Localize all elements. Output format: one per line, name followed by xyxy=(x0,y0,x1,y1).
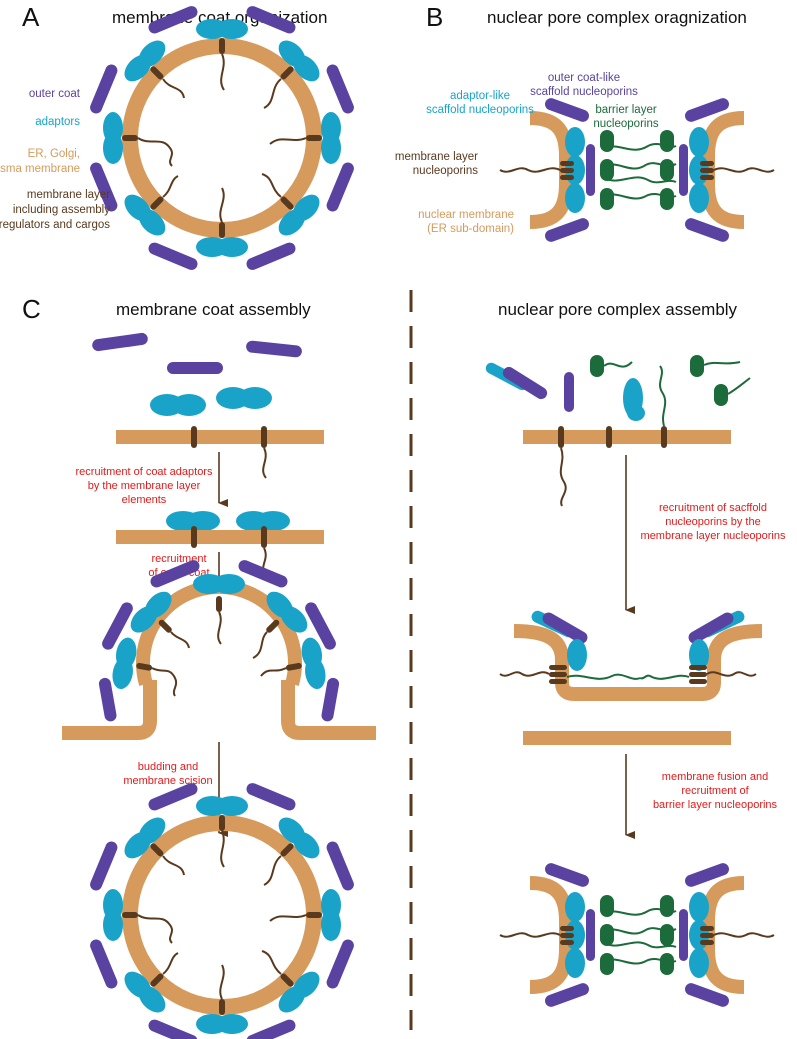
panel-a-letter: A xyxy=(22,2,40,32)
membrane-step-1 xyxy=(116,426,324,479)
step-d2-line-3: barrier layer nucleoporins xyxy=(653,799,778,811)
legend-adaptor-like-line-1: adaptor-like xyxy=(450,90,510,102)
legend-membrane-layer-line-3: regulators and cargos xyxy=(0,219,110,231)
legend-npc-membrane-layer-line-2: nucleoporins xyxy=(413,165,478,177)
free-nucleoporins xyxy=(485,355,751,421)
step-d1-line-3: membrane layer nucleoporins xyxy=(641,530,786,542)
legend-membrane-line-1: ER, Golgi, xyxy=(28,148,80,160)
step-d1-line-2: nucleoporins by the xyxy=(665,516,760,528)
panel-b-letter: B xyxy=(426,2,443,32)
panel-c-title: membrane coat assembly xyxy=(116,300,311,319)
budding-vesicle xyxy=(62,560,376,740)
membrane-step-2 xyxy=(116,511,324,577)
legend-npc-membrane-layer-line-1: membrane layer xyxy=(395,151,478,163)
step-c3-line-1: budding and xyxy=(138,761,199,773)
step-d2-line-2: recruitment of xyxy=(681,785,749,797)
legend-outer-coat: outer coat xyxy=(29,88,81,100)
npc-organization xyxy=(500,96,774,243)
step-c3-line-2: membrane scision xyxy=(123,775,212,787)
released-coated-vesicle xyxy=(88,781,355,1039)
nuclear-membrane-step-1 xyxy=(523,365,731,507)
step-c1-line-1: recruitment of coat adaptors xyxy=(76,466,213,478)
coated-vesicle-organization xyxy=(88,4,355,271)
legend-nuclear-membrane-line-1: nuclear membrane xyxy=(418,209,514,221)
legend-nuclear-membrane-line-2: (ER sub-domain) xyxy=(427,223,514,235)
legend-membrane-layer-line-2: including assembly xyxy=(13,204,110,216)
legend-barrier-line-1: barrier layer xyxy=(595,104,657,116)
panel-d-title: nuclear pore complex assembly xyxy=(498,300,738,319)
legend-membrane-layer-line-1: membrane layer xyxy=(27,189,110,201)
panel-c-letter: C xyxy=(22,294,41,324)
legend-adaptors: adaptors xyxy=(35,116,80,128)
legend-membrane-line-2: plasma membrane xyxy=(0,163,80,175)
legend-adaptor-like-line-2: scaffold nucleoporins xyxy=(426,104,534,116)
step-c1-line-3: elements xyxy=(122,494,167,506)
legend-barrier-line-2: nucleoporins xyxy=(593,118,658,130)
panel-b-title: nuclear pore complex oragnization xyxy=(487,8,747,27)
step-c1-line-2: by the membrane layer xyxy=(88,480,201,492)
step-d1-line-1: recruitment of sacffold xyxy=(659,502,767,514)
mature-npc xyxy=(500,861,774,1008)
legend-outer-coat-like-line-1: outer coat-like xyxy=(548,72,620,84)
legend-outer-coat-like-line-2: scaffold nucleoporins xyxy=(530,86,638,98)
free-coat-components xyxy=(92,332,302,416)
step-d2-line-1: membrane fusion and xyxy=(662,771,768,783)
npc-assembly-intermediate xyxy=(499,610,763,745)
